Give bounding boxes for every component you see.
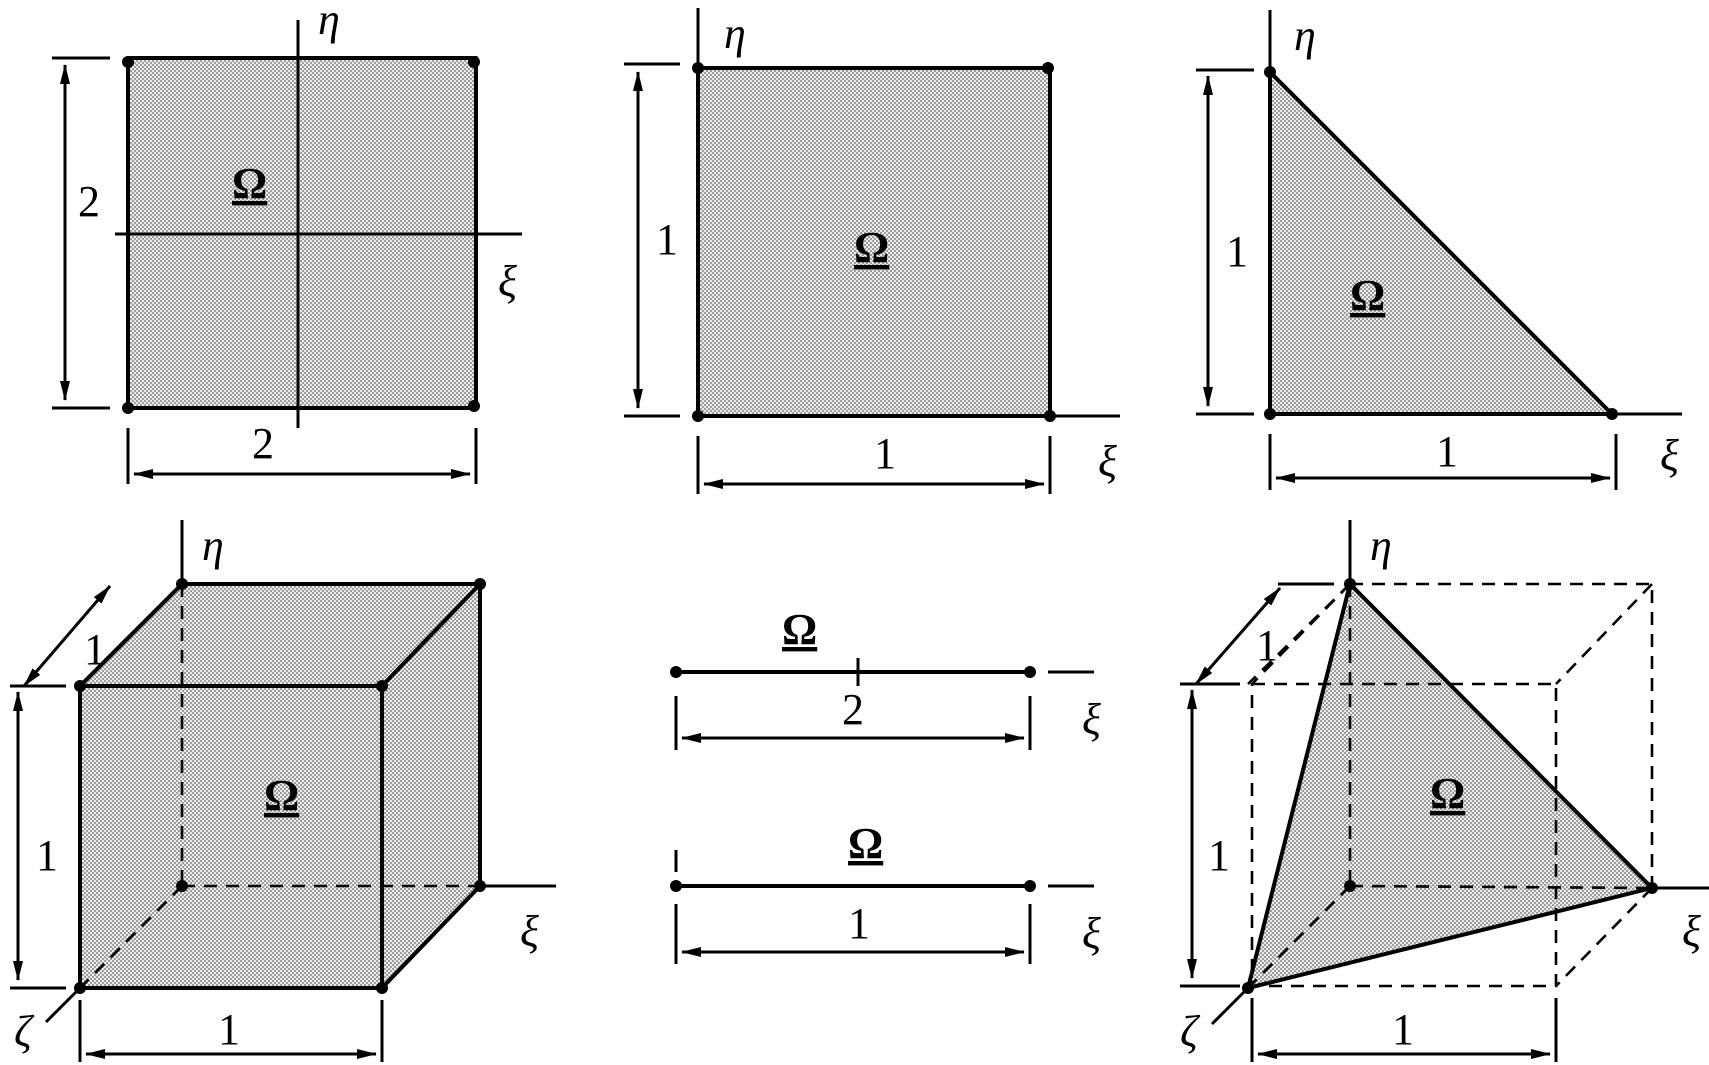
bounding-cube-edge	[1350, 582, 1654, 888]
height-label: 1	[36, 831, 58, 880]
top-face-edges	[78, 582, 482, 688]
domain-label: Ω	[848, 819, 883, 868]
node	[176, 578, 188, 590]
unit-triangle-element: 1 1 Ω η ξ	[1196, 10, 1682, 490]
node	[474, 880, 486, 892]
xi-label: ξ	[1082, 909, 1101, 958]
unit-square-boundary	[696, 66, 1052, 418]
length-label: 2	[842, 685, 864, 734]
hidden-edge	[1349, 884, 1653, 890]
width-label: 1	[218, 1005, 240, 1054]
eta-label: η	[1294, 11, 1316, 60]
node	[122, 56, 134, 68]
node	[468, 400, 480, 412]
depth-dimension-arrow	[22, 585, 112, 687]
node	[1344, 578, 1356, 590]
domain-label: Ω	[232, 159, 267, 208]
tetra-edge	[1246, 582, 1352, 990]
node	[122, 402, 134, 414]
domain-label: Ω	[1430, 769, 1465, 818]
square-2x2-element: 2 2 Ω η ξ	[52, 0, 522, 484]
zeta-label: ζ	[14, 1007, 35, 1056]
tetra-edge	[1246, 886, 1654, 990]
node	[1024, 880, 1036, 892]
height-label: 1	[656, 215, 678, 264]
xi-label: ξ	[1660, 431, 1679, 480]
unit-cube-element: 1 1 1 Ω η ξ ζ	[10, 520, 556, 1062]
node	[376, 982, 388, 994]
depth-dimension-arrow	[1194, 587, 1282, 685]
xi-label: ξ	[498, 257, 517, 306]
xi-label: ξ	[1682, 907, 1701, 956]
width-label: 1	[1392, 1005, 1414, 1054]
zeta-label: ζ	[1180, 1007, 1201, 1056]
eta-label: η	[1370, 521, 1392, 570]
node	[1264, 408, 1276, 420]
xi-label: ξ	[1082, 695, 1101, 744]
front-face	[78, 684, 384, 990]
height-label: 1	[1226, 227, 1248, 276]
width-label: 1	[874, 429, 896, 478]
height-label: 1	[1208, 831, 1230, 880]
node	[1606, 408, 1618, 420]
xi-label: ξ	[1098, 437, 1117, 486]
node	[74, 680, 86, 692]
node	[176, 880, 188, 892]
eta-label: η	[202, 521, 224, 570]
xi-label: ξ	[520, 907, 539, 956]
zeta-axis	[44, 986, 82, 1024]
node	[74, 982, 86, 994]
hidden-edge	[1247, 885, 1351, 989]
node	[692, 62, 704, 74]
eta-label: η	[724, 9, 746, 58]
node	[1344, 880, 1356, 892]
node	[670, 880, 682, 892]
width-label: 2	[252, 419, 274, 468]
node	[376, 680, 388, 692]
depth-label: 1	[84, 625, 106, 674]
node	[692, 410, 704, 422]
eta-label: η	[318, 0, 340, 44]
unit-square-element: 1 1 Ω η ξ	[624, 8, 1120, 494]
unit-triangle-boundary	[1268, 70, 1614, 416]
node	[1024, 666, 1036, 678]
node	[474, 578, 486, 590]
domain-label: Ω	[782, 605, 817, 654]
segment-1-element: 1 Ω ξ	[670, 819, 1101, 964]
tetra-edge	[1348, 582, 1654, 890]
depth-label: 1	[1256, 621, 1278, 670]
height-label: 2	[78, 177, 100, 226]
bounding-cube-edge	[1555, 887, 1653, 987]
node	[1242, 982, 1254, 994]
unit-square-domain	[698, 68, 1050, 416]
node	[1044, 410, 1056, 422]
node	[1042, 62, 1054, 74]
width-label: 1	[1436, 427, 1458, 476]
domain-label: Ω	[854, 223, 889, 272]
zeta-axis	[1210, 986, 1250, 1026]
unit-tetrahedron-element: 1 1 1 Ω η ξ ζ	[1180, 520, 1709, 1062]
domain-label: Ω	[1350, 271, 1385, 320]
node	[1646, 882, 1658, 894]
node	[468, 56, 480, 68]
bounding-cube-edge	[1555, 583, 1653, 685]
segment-2-element: 2 Ω ξ	[670, 605, 1101, 750]
node	[670, 666, 682, 678]
hidden-edge	[79, 885, 183, 989]
node	[1264, 66, 1276, 78]
length-label: 1	[848, 899, 870, 948]
bounding-cube-front	[1250, 682, 1558, 988]
domain-label: Ω	[264, 771, 299, 820]
